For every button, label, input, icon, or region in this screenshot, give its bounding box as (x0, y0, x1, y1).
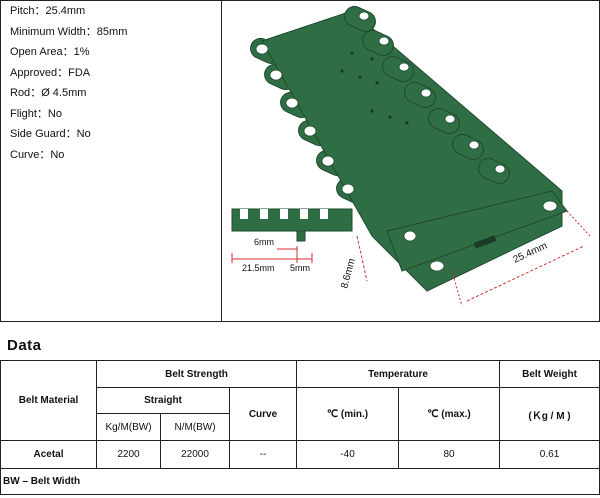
cell-weight: 0.61 (499, 440, 600, 469)
table-row: Acetal 2200 22000 -- -40 80 0.61 (0, 440, 600, 469)
cell-kg: 2200 (96, 440, 161, 469)
dim-height-label: 8.6mm (339, 257, 358, 289)
dim-5mm-label: 5mm (290, 263, 310, 273)
spec-minimum-width: Minimum Width：85mm (10, 25, 128, 38)
cell-nm: 22000 (160, 440, 230, 469)
header-weight-unit: (Ｋg / M ) (499, 387, 600, 441)
side-profile (231, 208, 353, 263)
spec-rod: Rod：Ø 4.5mm (10, 87, 87, 99)
cell-curve: -- (228, 440, 298, 469)
spec-open-area: Open Area：1% (10, 46, 90, 58)
header-belt-weight: Belt Weight (499, 360, 600, 388)
data-section-title: Data (7, 337, 42, 354)
spec-curve: Curve：No (10, 148, 65, 161)
header-straight: Straight (96, 387, 230, 414)
header-n-per-m: N/M(BW) (160, 413, 230, 441)
spec-approved: Approved：FDA (10, 66, 91, 79)
header-temp-max: ℃ (max.) (398, 387, 501, 441)
dim-6mm-label: 6mm (254, 237, 274, 247)
footnote: BW – Belt Width (0, 468, 600, 495)
header-belt-strength: Belt Strength (95, 360, 298, 388)
header-belt-material: Belt Material (0, 360, 97, 441)
cell-temp-min: -40 (296, 440, 400, 469)
cell-temp-max: 80 (398, 440, 501, 469)
header-temp-min: ℃ (min.) (296, 387, 400, 441)
spec-list: Pitch：25.4mm Minimum Width：85mm Open Are… (1, 1, 222, 321)
spec-flight: Flight：No (10, 107, 62, 120)
spec-side-guard: Side Guard：No (10, 128, 91, 140)
belt-data-table: Belt Material Belt Strength Temperature … (0, 360, 600, 495)
belt-illustration: 25.4mm 8.6mm (222, 1, 599, 321)
header-curve: Curve (228, 387, 298, 441)
spec-pitch: Pitch：25.4mm (10, 5, 86, 17)
header-temperature: Temperature (296, 360, 501, 388)
cell-material: Acetal (0, 440, 97, 469)
header-kg-per-m: Kg/M(BW) (96, 413, 161, 441)
product-spec-panel: Pitch：25.4mm Minimum Width：85mm Open Are… (0, 0, 600, 322)
dim-21-5mm-label: 21.5mm (242, 263, 275, 273)
belt-drawing: 25.4mm 8.6mm (231, 5, 591, 307)
